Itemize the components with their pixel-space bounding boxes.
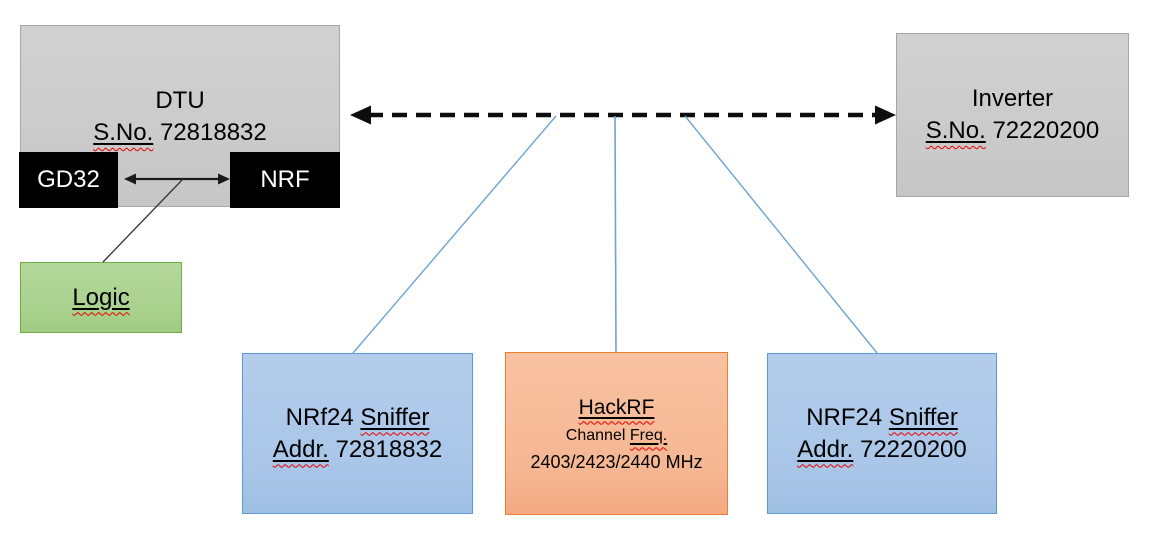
nrf-label: NRF <box>260 166 310 193</box>
hackrf-box: HackRF Channel Freq. 2403/2423/2440 MHz <box>505 352 728 515</box>
inverter-serial: S.No. 72220200 <box>926 115 1099 147</box>
dtu-serial-value: 72818832 <box>153 119 267 146</box>
dtu-inverter-dashed-arrow <box>350 105 896 125</box>
logic-box: Logic <box>20 262 182 333</box>
sniffer-right-addr: Addr. 72220200 <box>797 435 967 463</box>
arrow-hackrf-line <box>614 115 617 353</box>
hackrf-title: HackRF <box>578 395 655 419</box>
inverter-serial-label: S.No. <box>925 117 986 144</box>
sniffer-left-addr: Addr. 72818832 <box>272 435 443 463</box>
inverter-box: Inverter S.No. 72220200 <box>896 33 1129 197</box>
gd32-label: GD32 <box>37 166 100 193</box>
sniffer-right-box: NRF24 Sniffer Addr. 72220200 <box>767 353 997 514</box>
inverter-serial-value: 72220200 <box>985 117 1100 144</box>
gd32-box: GD32 <box>19 152 118 208</box>
inverter-title: Inverter <box>971 85 1054 112</box>
hackrf-frequencies: 2403/2423/2440 MHz <box>530 451 703 472</box>
dtu-serial: S.No. 72818832 <box>93 117 266 149</box>
nrf-box: NRF <box>230 152 340 208</box>
arrow-sniffer-right-line <box>684 115 878 354</box>
sniffer-right-title: NRF24 Sniffer <box>806 403 958 431</box>
arrow-sniffer-left-line <box>352 115 557 354</box>
logic-label: Logic <box>72 283 130 311</box>
dtu-serial-label: S.No. <box>93 119 154 146</box>
sniffer-left-box: NRf24 Sniffer Addr. 72818832 <box>242 353 473 514</box>
dtu-title: DTU <box>155 87 205 114</box>
sniffer-left-title: NRf24 Sniffer <box>285 403 430 431</box>
hackrf-channel: Channel Freq. <box>565 426 668 444</box>
